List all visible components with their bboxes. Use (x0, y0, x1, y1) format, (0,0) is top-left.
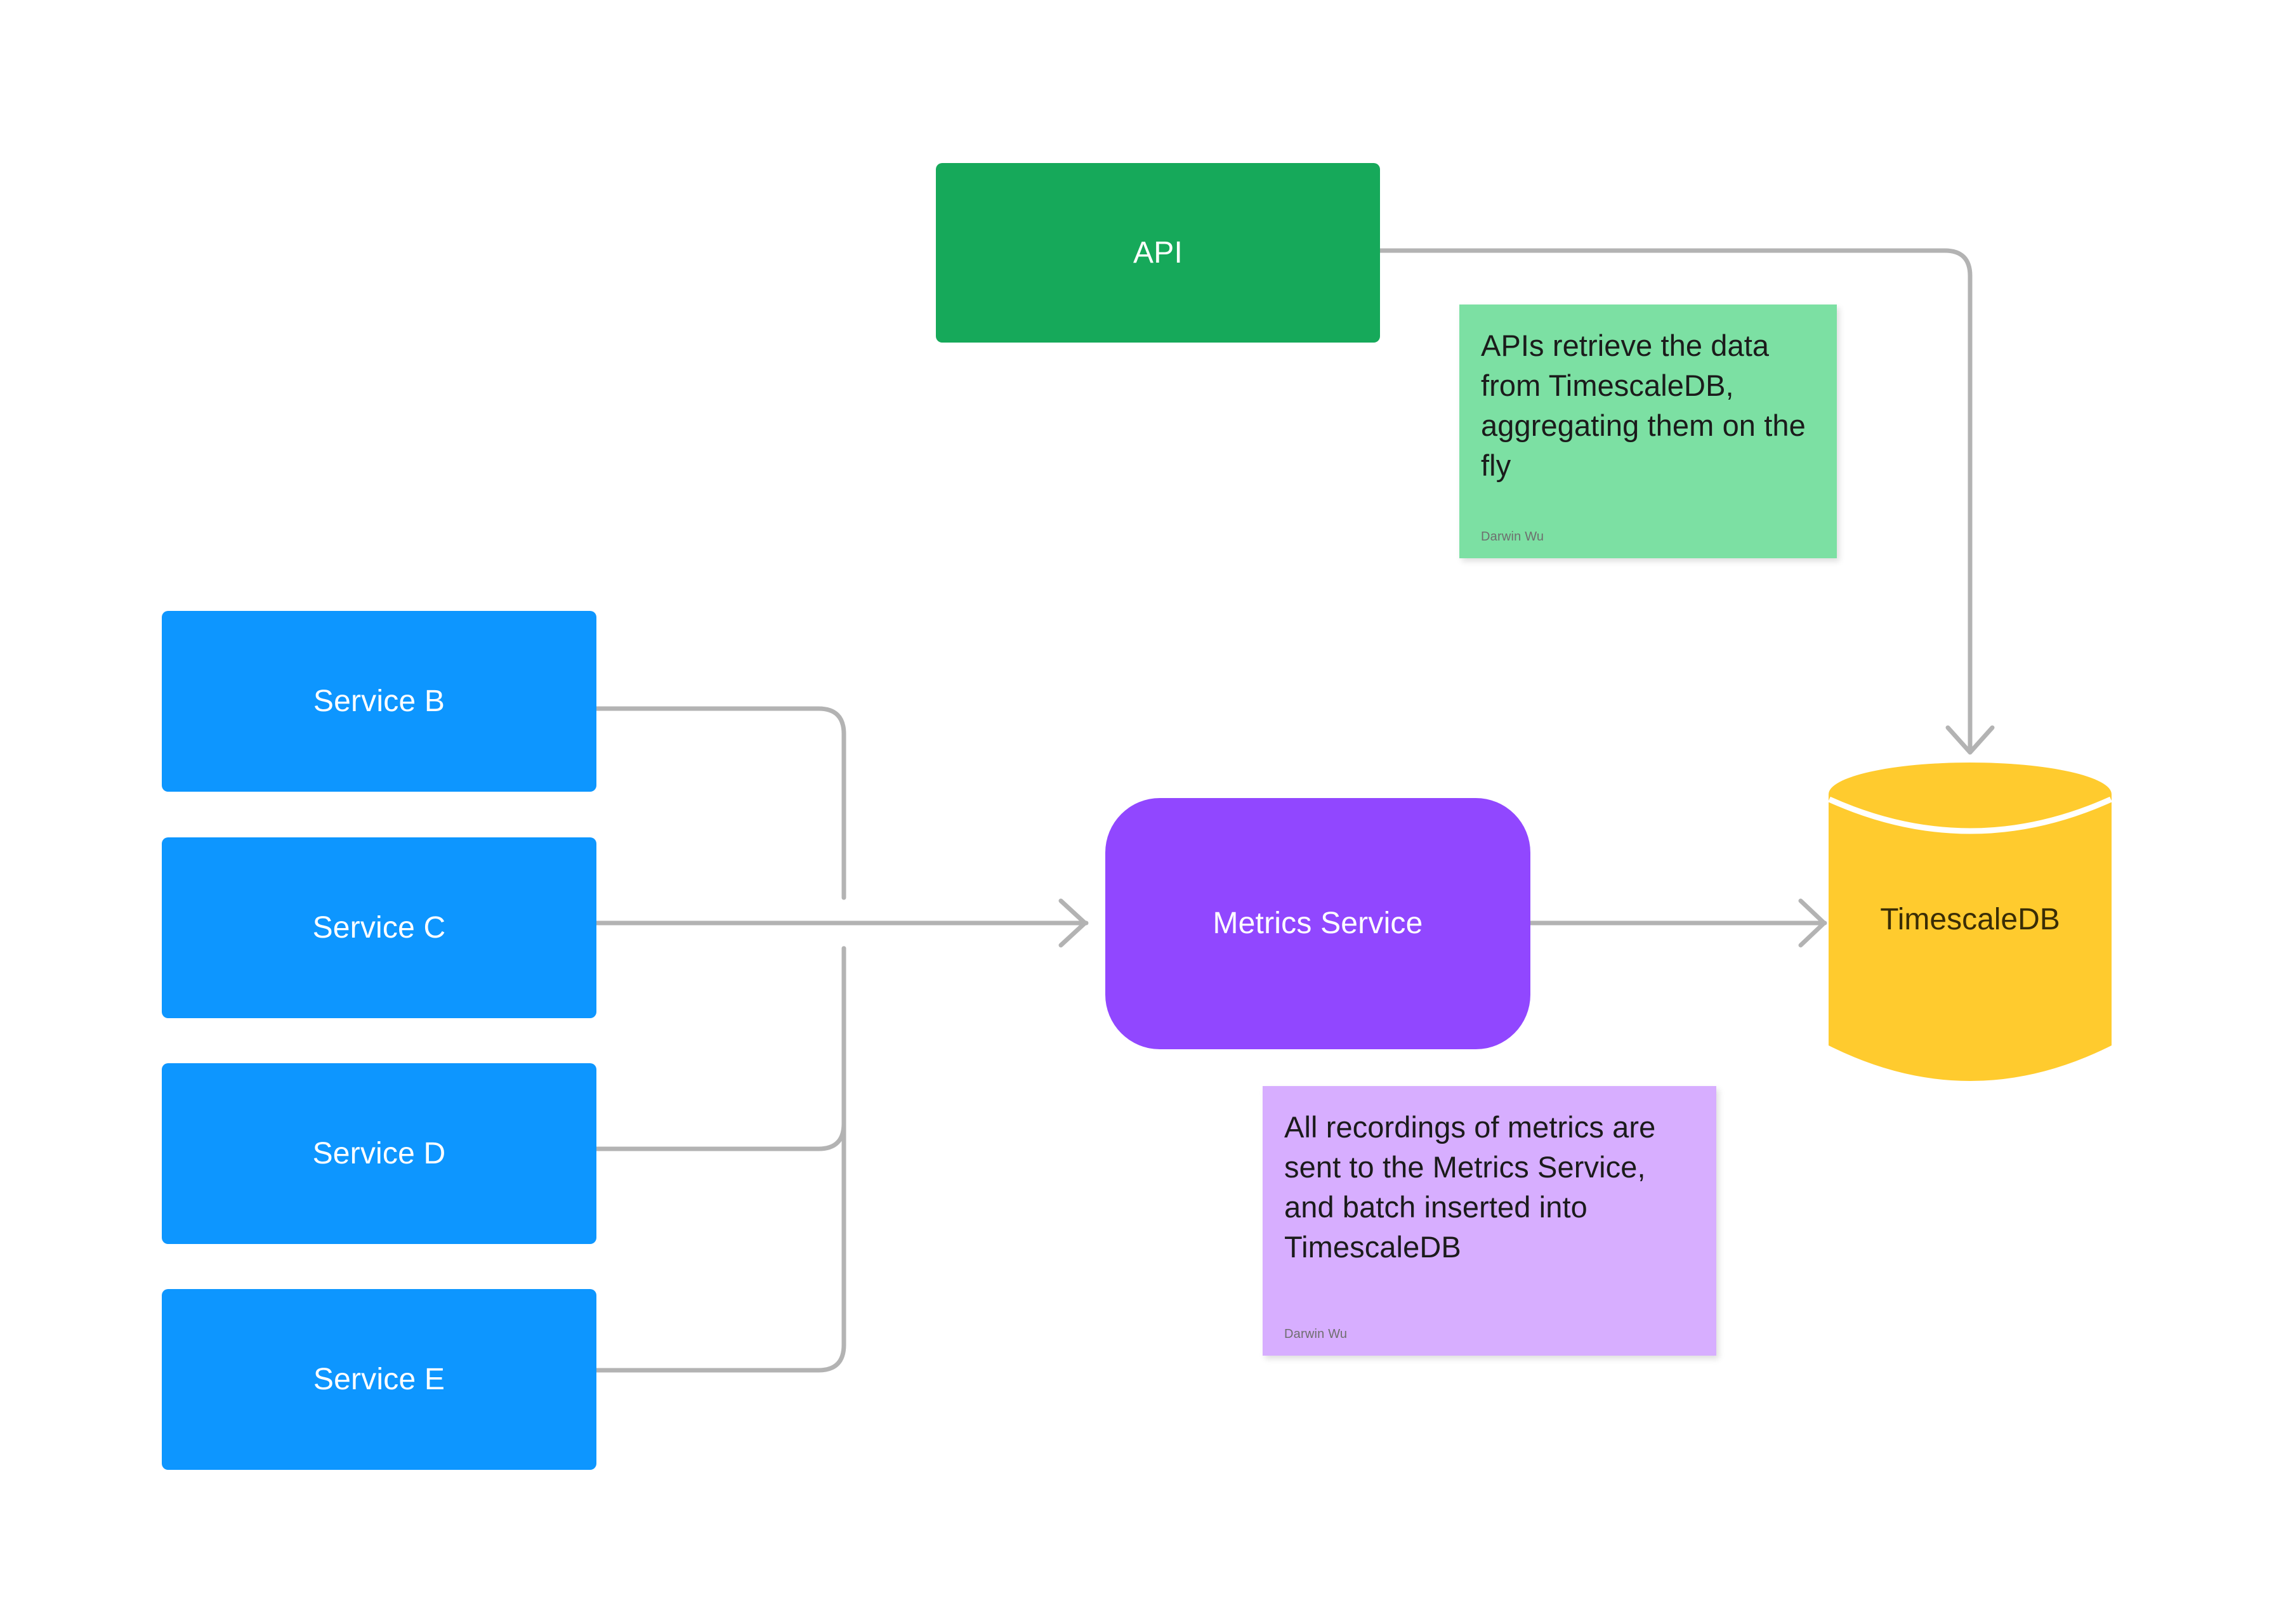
node-service-b[interactable]: Service B (162, 611, 596, 792)
node-database-label: TimescaleDB (1880, 903, 2060, 936)
node-service-e-label: Service E (313, 1362, 445, 1396)
sticky-note-purple-author: Darwin Wu (1284, 1327, 1348, 1341)
arrowhead-to-database (1798, 898, 1827, 948)
edge-api-to-database (1377, 248, 1973, 754)
node-api-label: API (1133, 235, 1183, 270)
database-cylinder-icon (1828, 763, 2112, 1081)
node-service-d[interactable]: Service D (162, 1063, 596, 1244)
node-service-c[interactable]: Service C (162, 837, 596, 1018)
sticky-note-green[interactable]: APIs retrieve the data from TimescaleDB,… (1459, 304, 1837, 558)
node-metrics-service[interactable]: Metrics Service (1105, 798, 1530, 1049)
node-service-e[interactable]: Service E (162, 1289, 596, 1470)
sticky-note-green-author: Darwin Wu (1481, 530, 1544, 544)
arrowhead-api-to-database (1945, 725, 1995, 755)
edge-service-b (594, 706, 846, 900)
node-service-d-label: Service D (312, 1136, 446, 1170)
edge-service-e (594, 946, 846, 1373)
sticky-note-purple[interactable]: All recordings of metrics are sent to th… (1263, 1086, 1716, 1356)
edge-service-d (594, 946, 846, 1151)
arrowhead-to-metrics-service (1058, 898, 1088, 948)
sticky-note-green-text: APIs retrieve the data from TimescaleDB,… (1481, 329, 1806, 482)
node-metrics-service-label: Metrics Service (1213, 907, 1423, 941)
node-database[interactable]: TimescaleDB (1827, 761, 2113, 1091)
node-service-b-label: Service B (313, 684, 445, 718)
node-service-c-label: Service C (312, 910, 446, 945)
node-api[interactable]: API (936, 163, 1380, 343)
sticky-note-purple-text: All recordings of metrics are sent to th… (1284, 1110, 1656, 1264)
